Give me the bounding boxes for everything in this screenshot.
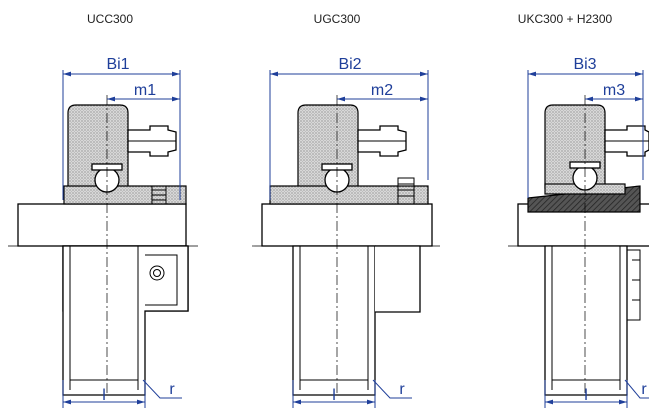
offset-label: m2 — [371, 82, 393, 99]
radius-leader — [624, 379, 649, 399]
offset-label: m1 — [134, 82, 156, 99]
width-label: Bi2 — [338, 56, 361, 73]
housing-side-block — [375, 245, 421, 313]
bore-label: l — [102, 387, 106, 404]
radius-leader — [142, 379, 182, 399]
bore-label: l — [584, 387, 588, 404]
lock-nut — [627, 249, 641, 321]
grease-hole-icon — [149, 265, 165, 281]
view-ucc300: UCC300 Bi1 m1 l r — [8, 12, 200, 408]
inner-ring — [63, 185, 187, 205]
view-title: UCC300 — [87, 12, 133, 26]
inner-ring — [269, 185, 429, 205]
view-ugc300: UGC300 Bi2 m2 l r — [252, 12, 440, 408]
offset-label: m3 — [603, 82, 625, 99]
housing-lower — [62, 245, 189, 396]
radius-label: r — [169, 381, 175, 398]
housing-lower — [544, 245, 628, 396]
width-label: Bi1 — [106, 56, 129, 73]
housing-lower — [292, 245, 376, 396]
housing-body — [261, 203, 433, 247]
view-title: UKC300 + H2300 — [518, 12, 613, 26]
view-title: UGC300 — [314, 12, 361, 26]
set-screw — [397, 177, 415, 205]
radius-label: r — [399, 381, 405, 398]
bore-label: l — [332, 387, 336, 404]
radius-leader — [372, 379, 412, 399]
radius-label: r — [641, 381, 647, 398]
width-label: Bi3 — [573, 56, 596, 73]
view-ukc300-h2300: UKC300 + H2300 Bi3 m3 l r — [508, 12, 649, 408]
housing-body — [17, 203, 187, 247]
